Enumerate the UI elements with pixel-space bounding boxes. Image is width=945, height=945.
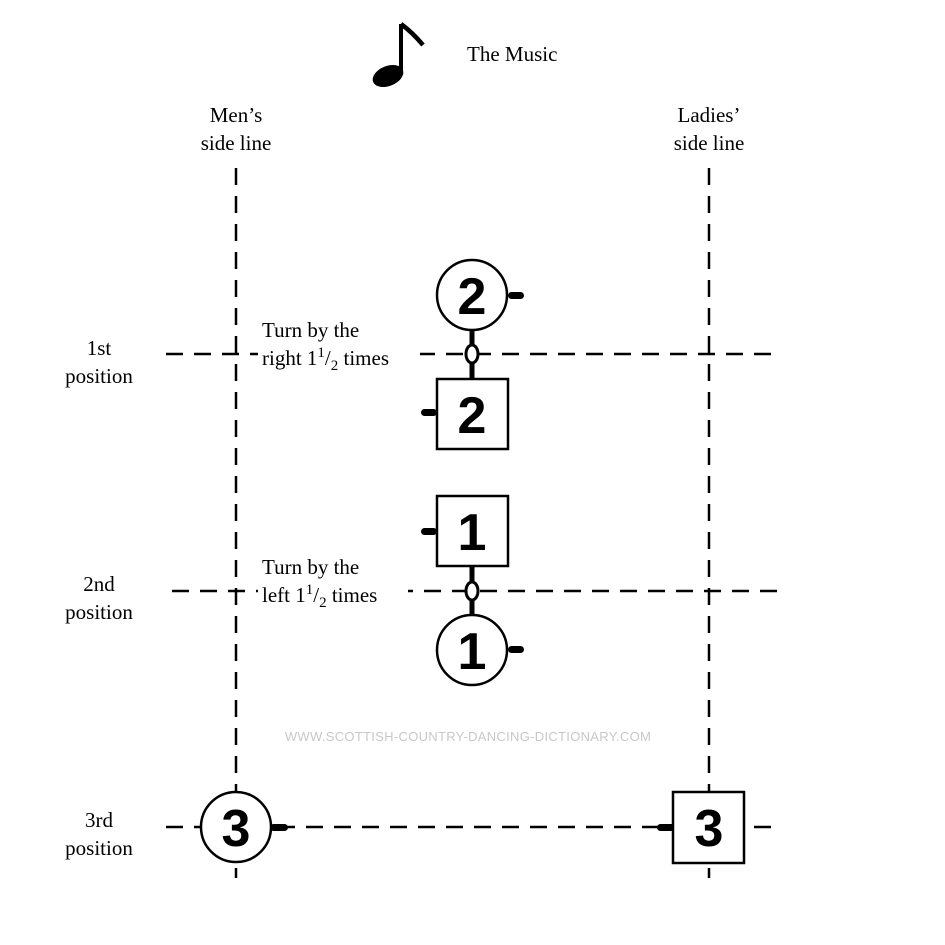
dancer-lady-2: 2: [421, 377, 510, 451]
dancer-lady-1: 1: [421, 494, 510, 568]
dancer-man-1: 1: [435, 613, 524, 687]
turn-note-2-line1: Turn by the: [262, 555, 359, 579]
hand-hold-right: [464, 343, 480, 365]
position-label-2-line2: position: [65, 600, 133, 624]
svg-text:3: 3: [222, 800, 251, 858]
position-label-3-line1: 3rd: [85, 808, 113, 832]
men-side-line-heading-2: side line: [201, 131, 272, 155]
ladies-side-line-heading-2: side line: [674, 131, 745, 155]
music-note-icon: [372, 22, 425, 88]
position-label-1-line1: 1st: [87, 336, 112, 360]
turn-note-1-line2: right 11/2 times: [262, 345, 389, 374]
svg-text:3: 3: [695, 800, 724, 858]
position-label-1-line2: position: [65, 364, 133, 388]
position-label-3-line2: position: [65, 836, 133, 860]
dancer-man-3: 3: [199, 790, 288, 864]
svg-text:1: 1: [458, 504, 487, 562]
hand-hold-left: [464, 580, 480, 602]
turn-note-2-line2: left 11/2 times: [262, 582, 377, 611]
ladies-side-line-heading-1: Ladies’: [678, 103, 741, 127]
watermark: WWW.SCOTTISH-COUNTRY-DANCING-DICTIONARY.…: [285, 729, 651, 744]
svg-text:2: 2: [458, 387, 487, 445]
dancer-lady-3: 3: [657, 790, 746, 865]
position-label-2-line1: 2nd: [83, 572, 115, 596]
music-label: The Music: [467, 42, 557, 66]
dancer-man-2: 2: [435, 258, 524, 332]
svg-text:2: 2: [458, 268, 487, 326]
men-side-line-heading-1: Men’s: [210, 103, 263, 127]
svg-text:1: 1: [458, 623, 487, 681]
turn-note-1-line1: Turn by the: [262, 318, 359, 342]
